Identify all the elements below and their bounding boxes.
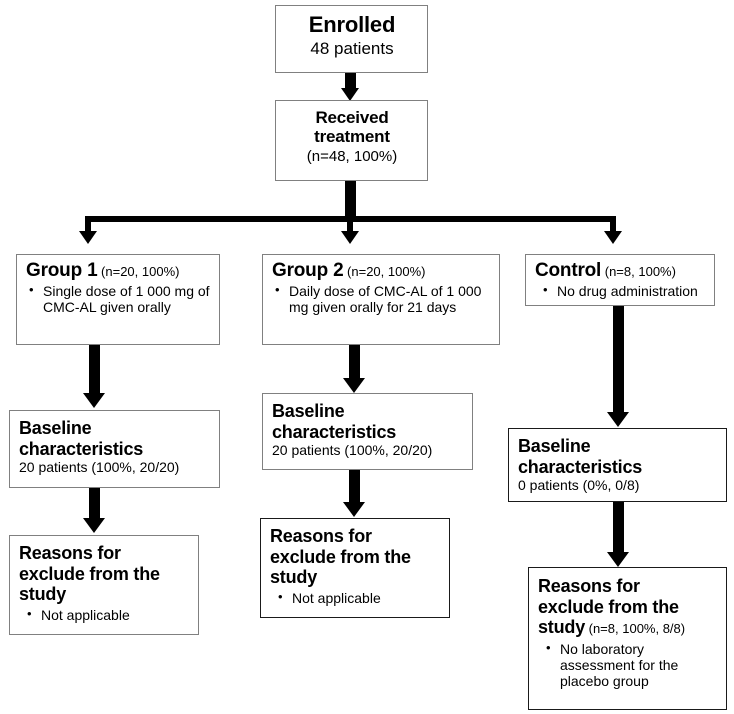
node-baseline-control-title-line1: Baseline (518, 436, 591, 456)
node-baseline-group1-title-line2: characteristics (19, 438, 144, 459)
arrowhead-split-to-group2 (341, 231, 359, 244)
connector-group1-to-baseline (89, 344, 100, 396)
list-item: Not applicable (278, 589, 441, 606)
node-control-heading: Control (n=8, 100%) (535, 260, 706, 282)
node-exclude-control[interactable]: Reasons for exclude from the study (n=8,… (528, 567, 727, 710)
node-exclude-group1[interactable]: Reasons for exclude from the study Not a… (9, 535, 199, 635)
node-received-treatment-title-line2: treatment (314, 127, 390, 147)
node-exclude-group2-title-line1: Reasons for (270, 526, 372, 546)
node-control-bullets: No drug administration (535, 282, 706, 299)
node-baseline-group1[interactable]: Baseline characteristics 20 patients (10… (9, 410, 220, 488)
connector-baseline3-to-exclude3 (613, 502, 624, 554)
list-item: No laboratory assessment for the placebo… (546, 640, 718, 690)
node-exclude-control-note: (n=8, 100%, 8/8) (585, 621, 686, 637)
node-exclude-control-title-line1: Reasons for (538, 576, 640, 596)
node-exclude-group2-title-line2: exclude from the (270, 546, 411, 567)
connector-baseline2-to-exclude2 (349, 470, 360, 505)
node-baseline-group2-title-line2: characteristics (272, 421, 397, 442)
node-received-treatment-subtitle: (n=48, 100%) (306, 147, 398, 165)
node-baseline-control[interactable]: Baseline characteristics 0 patients (0%,… (508, 428, 727, 502)
node-exclude-group2-bullets: Not applicable (270, 589, 441, 606)
arrowhead-group1-to-baseline (83, 393, 105, 408)
arrowhead-baseline3-to-exclude3 (607, 552, 629, 567)
arrowhead-group2-to-baseline2 (343, 378, 365, 393)
list-item: No drug administration (543, 282, 706, 299)
node-group1-title: Group 1 (26, 260, 98, 281)
arrowhead-enrolled-to-received (341, 88, 359, 101)
connector-group2-to-baseline2 (349, 344, 360, 381)
node-received-treatment-title-line1: Received (315, 108, 389, 127)
list-item: Daily dose of CMC-AL of 1 000 mg given o… (275, 282, 491, 316)
node-group1[interactable]: Group 1 (n=20, 100%) Single dose of 1 00… (16, 254, 220, 345)
node-baseline-group2[interactable]: Baseline characteristics 20 patients (10… (262, 393, 473, 470)
node-exclude-group2[interactable]: Reasons for exclude from the study Not a… (260, 518, 450, 618)
arrowhead-split-to-control (604, 231, 622, 244)
node-exclude-group2-title-line3: study (270, 567, 318, 588)
node-control[interactable]: Control (n=8, 100%) No drug administrati… (525, 254, 715, 306)
node-control-title: Control (535, 260, 602, 281)
node-group1-note: (n=20, 100%) (97, 264, 180, 279)
node-baseline-group1-title-line1: Baseline (19, 418, 92, 438)
connector-enrolled-to-received (345, 72, 356, 91)
node-baseline-group1-subtitle: 20 patients (100%, 20/20) (19, 459, 180, 476)
node-group1-bullets: Single dose of 1 000 mg of CMC-AL given … (26, 282, 211, 316)
arrowhead-control-to-baseline3 (607, 412, 629, 427)
node-exclude-control-title-line2: exclude from the (538, 596, 679, 617)
arrowhead-split-to-group1 (79, 231, 97, 244)
connector-received-to-split (345, 180, 356, 222)
node-baseline-control-title-line2: characteristics (518, 456, 643, 477)
node-exclude-control-title-word: study (538, 617, 586, 638)
node-baseline-group2-title-line1: Baseline (272, 401, 345, 421)
node-group2-heading: Group 2 (n=20, 100%) (272, 260, 491, 282)
node-received-treatment[interactable]: Received treatment (n=48, 100%) (275, 100, 428, 181)
node-group1-heading: Group 1 (n=20, 100%) (26, 260, 211, 282)
node-enrolled-title: Enrolled (308, 12, 396, 37)
node-group2-bullets: Daily dose of CMC-AL of 1 000 mg given o… (272, 282, 491, 316)
node-exclude-control-title-line3: study (n=8, 100%, 8/8) (538, 617, 718, 638)
node-exclude-group1-title-line3: study (19, 584, 67, 605)
connector-split-to-control (610, 216, 616, 233)
node-group2-title: Group 2 (272, 260, 344, 281)
connector-split-to-group2 (347, 216, 353, 233)
connector-control-to-baseline3 (613, 305, 624, 413)
node-group2-note: (n=20, 100%) (343, 264, 426, 279)
node-enrolled-subtitle: 48 patients (310, 39, 394, 59)
node-group2[interactable]: Group 2 (n=20, 100%) Daily dose of CMC-A… (262, 254, 500, 345)
node-baseline-group2-subtitle: 20 patients (100%, 20/20) (272, 442, 433, 459)
node-exclude-group1-bullets: Not applicable (19, 606, 190, 623)
arrowhead-baseline1-to-exclude1 (83, 518, 105, 533)
list-item: Not applicable (27, 606, 190, 623)
node-baseline-control-subtitle: 0 patients (0%, 0/8) (518, 477, 640, 494)
node-enrolled[interactable]: Enrolled 48 patients (275, 5, 428, 73)
node-exclude-group1-title-line2: exclude from the (19, 563, 160, 584)
node-control-note: (n=8, 100%) (601, 264, 676, 279)
node-exclude-control-bullets: No laboratory assessment for the placebo… (538, 640, 718, 690)
node-exclude-group1-title-line1: Reasons for (19, 543, 121, 563)
connector-baseline1-to-exclude1 (89, 488, 100, 521)
connector-split-to-group1 (85, 216, 91, 233)
list-item: Single dose of 1 000 mg of CMC-AL given … (29, 282, 211, 316)
arrowhead-baseline2-to-exclude2 (343, 502, 365, 517)
